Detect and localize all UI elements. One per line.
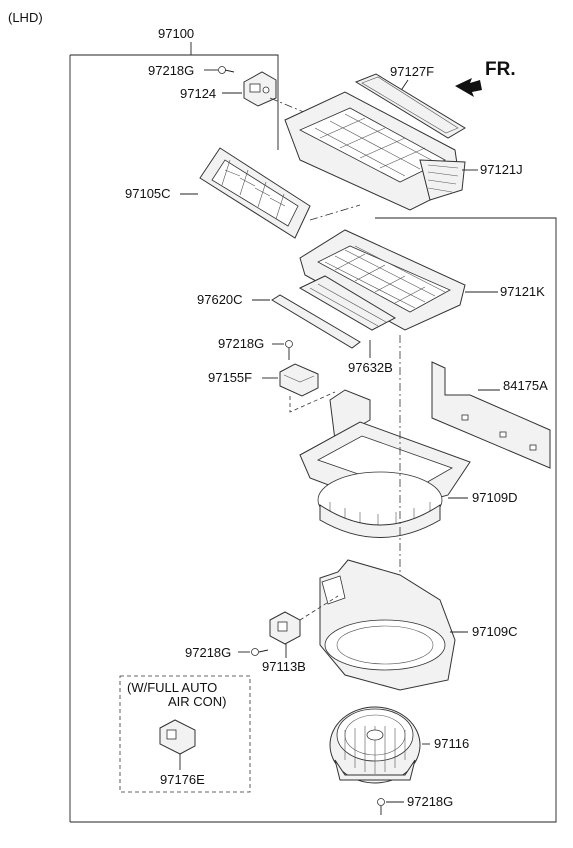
option-box-line1: (W/FULL AUTO xyxy=(127,680,217,695)
filter-seal-part xyxy=(271,294,361,349)
duct-cover-part xyxy=(431,361,551,469)
callout-97109d: 97109D xyxy=(472,490,518,505)
variant-label: (LHD) xyxy=(8,10,43,25)
callout-84175a: 84175A xyxy=(503,378,548,393)
callout-97218g-bottom: 97218G xyxy=(407,794,453,809)
callout-97105c: 97105C xyxy=(125,186,171,201)
seal-gasket-part xyxy=(354,73,466,139)
screw-icon xyxy=(285,340,293,360)
callout-97218g-top: 97218G xyxy=(148,63,194,78)
cabin-filter-part xyxy=(298,275,397,331)
callout-97218g-lower: 97218G xyxy=(185,645,231,660)
lower-blower-housing-part xyxy=(319,559,456,691)
sensor-part xyxy=(269,611,301,645)
upper-blower-housing-part xyxy=(299,389,471,538)
callout-97127f: 97127F xyxy=(390,64,434,79)
blower-motor-part xyxy=(329,706,421,784)
screw-icon xyxy=(377,798,385,815)
callout-97124: 97124 xyxy=(180,86,216,101)
intake-filter-part xyxy=(199,147,311,239)
assembly-bracket xyxy=(69,42,557,823)
front-direction-label: FR. xyxy=(485,59,516,80)
actuator-part xyxy=(243,71,277,107)
callout-97116: 97116 xyxy=(434,736,469,751)
callout-97632b: 97632B xyxy=(348,360,393,375)
callout-97100: 97100 xyxy=(158,26,194,41)
callout-97176e: 97176E xyxy=(160,772,205,787)
screw-icon xyxy=(251,648,269,656)
option-box-line2: AIR CON) xyxy=(168,694,227,709)
callout-97109c: 97109C xyxy=(472,624,518,639)
front-direction-arrow-icon xyxy=(455,78,482,97)
filter-case-part xyxy=(299,229,466,331)
resistor-part xyxy=(279,363,319,397)
callout-97620c: 97620C xyxy=(197,292,243,307)
optional-module-part xyxy=(159,719,196,755)
callout-97113b: 97113B xyxy=(262,659,306,674)
screw-icon xyxy=(218,66,235,74)
callout-97121j: 97121J xyxy=(480,162,523,177)
callout-97218g-mid: 97218G xyxy=(218,336,264,351)
option-box xyxy=(119,675,251,793)
callout-97121k: 97121K xyxy=(500,284,545,299)
upper-case-part xyxy=(284,91,466,211)
callout-97155f: 97155F xyxy=(208,370,252,385)
